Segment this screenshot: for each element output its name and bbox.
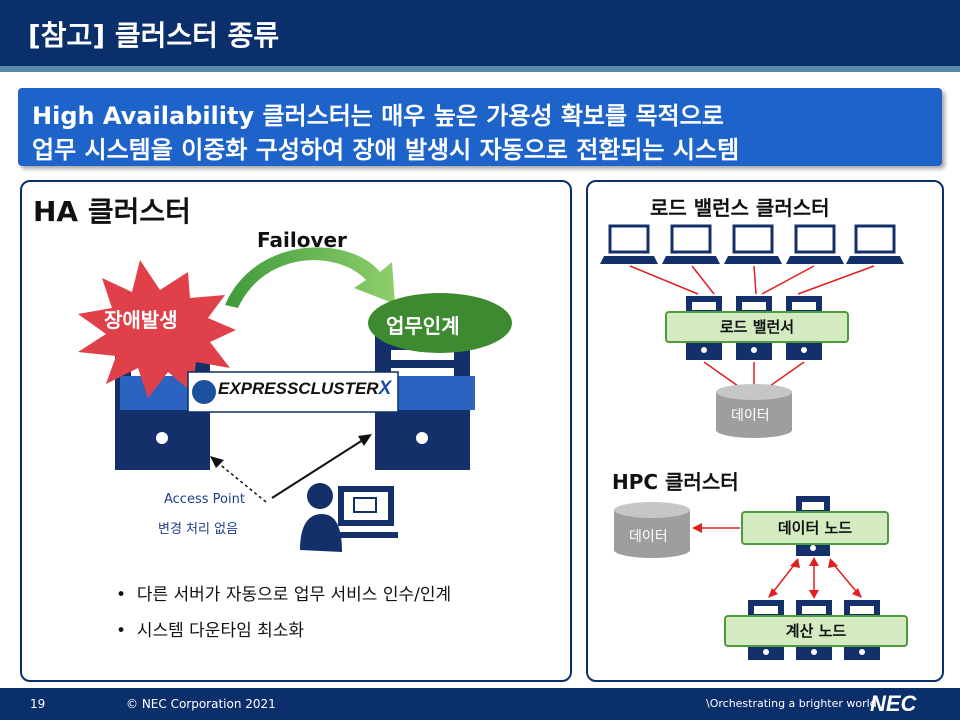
laptop-icon [600, 224, 658, 264]
client-laptop-icons [600, 224, 904, 264]
product-name-x: X [378, 378, 392, 399]
copyright: © NEC Corporation 2021 [126, 697, 276, 711]
lb-request-arrows [629, 265, 875, 295]
product-logo-box [187, 371, 399, 413]
summary-banner: High Availability 클러스터는 매우 높은 가용성 확보를 목적… [18, 88, 942, 166]
hpc-database-icon [614, 502, 690, 558]
failover-label: Failover [257, 228, 347, 252]
compute-node-box: 계산 노드 [724, 615, 908, 647]
banner-line-1: High Availability 클러스터는 매우 높은 가용성 확보를 목적… [32, 102, 724, 130]
incident-starburst-icon [78, 260, 236, 398]
title-stripe [0, 66, 960, 72]
product-logo-icon [192, 380, 216, 404]
access-point-label: Access Point [164, 492, 245, 507]
title-bar: [참고] 클러스터 종류 [0, 0, 960, 66]
takeover-ellipse [368, 293, 512, 353]
product-name-text: EXPRESSCLUSTER [218, 379, 379, 398]
nec-logo: NEC [870, 691, 917, 716]
footer-bar: 19 © NEC Corporation 2021 \Orchestrating… [0, 688, 960, 720]
lb-cluster-title: 로드 밸런스 클러스터 [650, 196, 830, 220]
laptop-icon [846, 224, 904, 264]
ha-diagram [78, 247, 512, 552]
ha-cluster-title: HA 클러스터 [33, 195, 191, 228]
lb-db-arrows [703, 361, 805, 387]
laptop-icon [662, 224, 720, 264]
page-title: [참고] 클러스터 종류 [28, 19, 280, 52]
ha-bullet-2-text: 시스템 다운타임 최소화 [136, 621, 305, 641]
product-name: EXPRESSCLUSTERX [218, 378, 391, 400]
hpc-cluster-title: HPC 클러스터 [612, 470, 739, 494]
banner-line-2: 업무 시스템을 이중화 구성하여 장애 발생시 자동으로 전환되는 시스템 [32, 136, 740, 164]
load-balancer-box: 로드 밸런서 [665, 311, 849, 343]
lb-database-icon [716, 384, 792, 438]
ha-bullet-1-text: 다른 서버가 자동으로 업무 서비스 인수/인계 [136, 585, 452, 605]
page-number: 19 [30, 697, 46, 711]
lb-hpc-diagram [600, 224, 904, 660]
hpc-database-label: 데이터 [629, 529, 668, 545]
ha-bullet-1: • 다른 서버가 자동으로 업무 서비스 인수/인계 [116, 585, 452, 605]
ha-cluster-panel [20, 180, 572, 682]
tagline: \Orchestrating a brighter world [706, 697, 877, 710]
user-computer-icon [300, 483, 398, 552]
takeover-label: 업무인계 [386, 314, 460, 338]
access-point-note: 변경 처리 없음 [158, 522, 239, 537]
lb-database-label: 데이터 [731, 408, 770, 424]
ha-bullet-2: • 시스템 다운타임 최소화 [116, 621, 305, 641]
laptop-icon [724, 224, 782, 264]
failover-arrow [225, 247, 395, 308]
data-node-box: 데이터 노드 [741, 511, 889, 545]
laptop-icon [786, 224, 844, 264]
incident-label: 장애발생 [104, 308, 178, 332]
access-solid-arrow [271, 437, 367, 499]
